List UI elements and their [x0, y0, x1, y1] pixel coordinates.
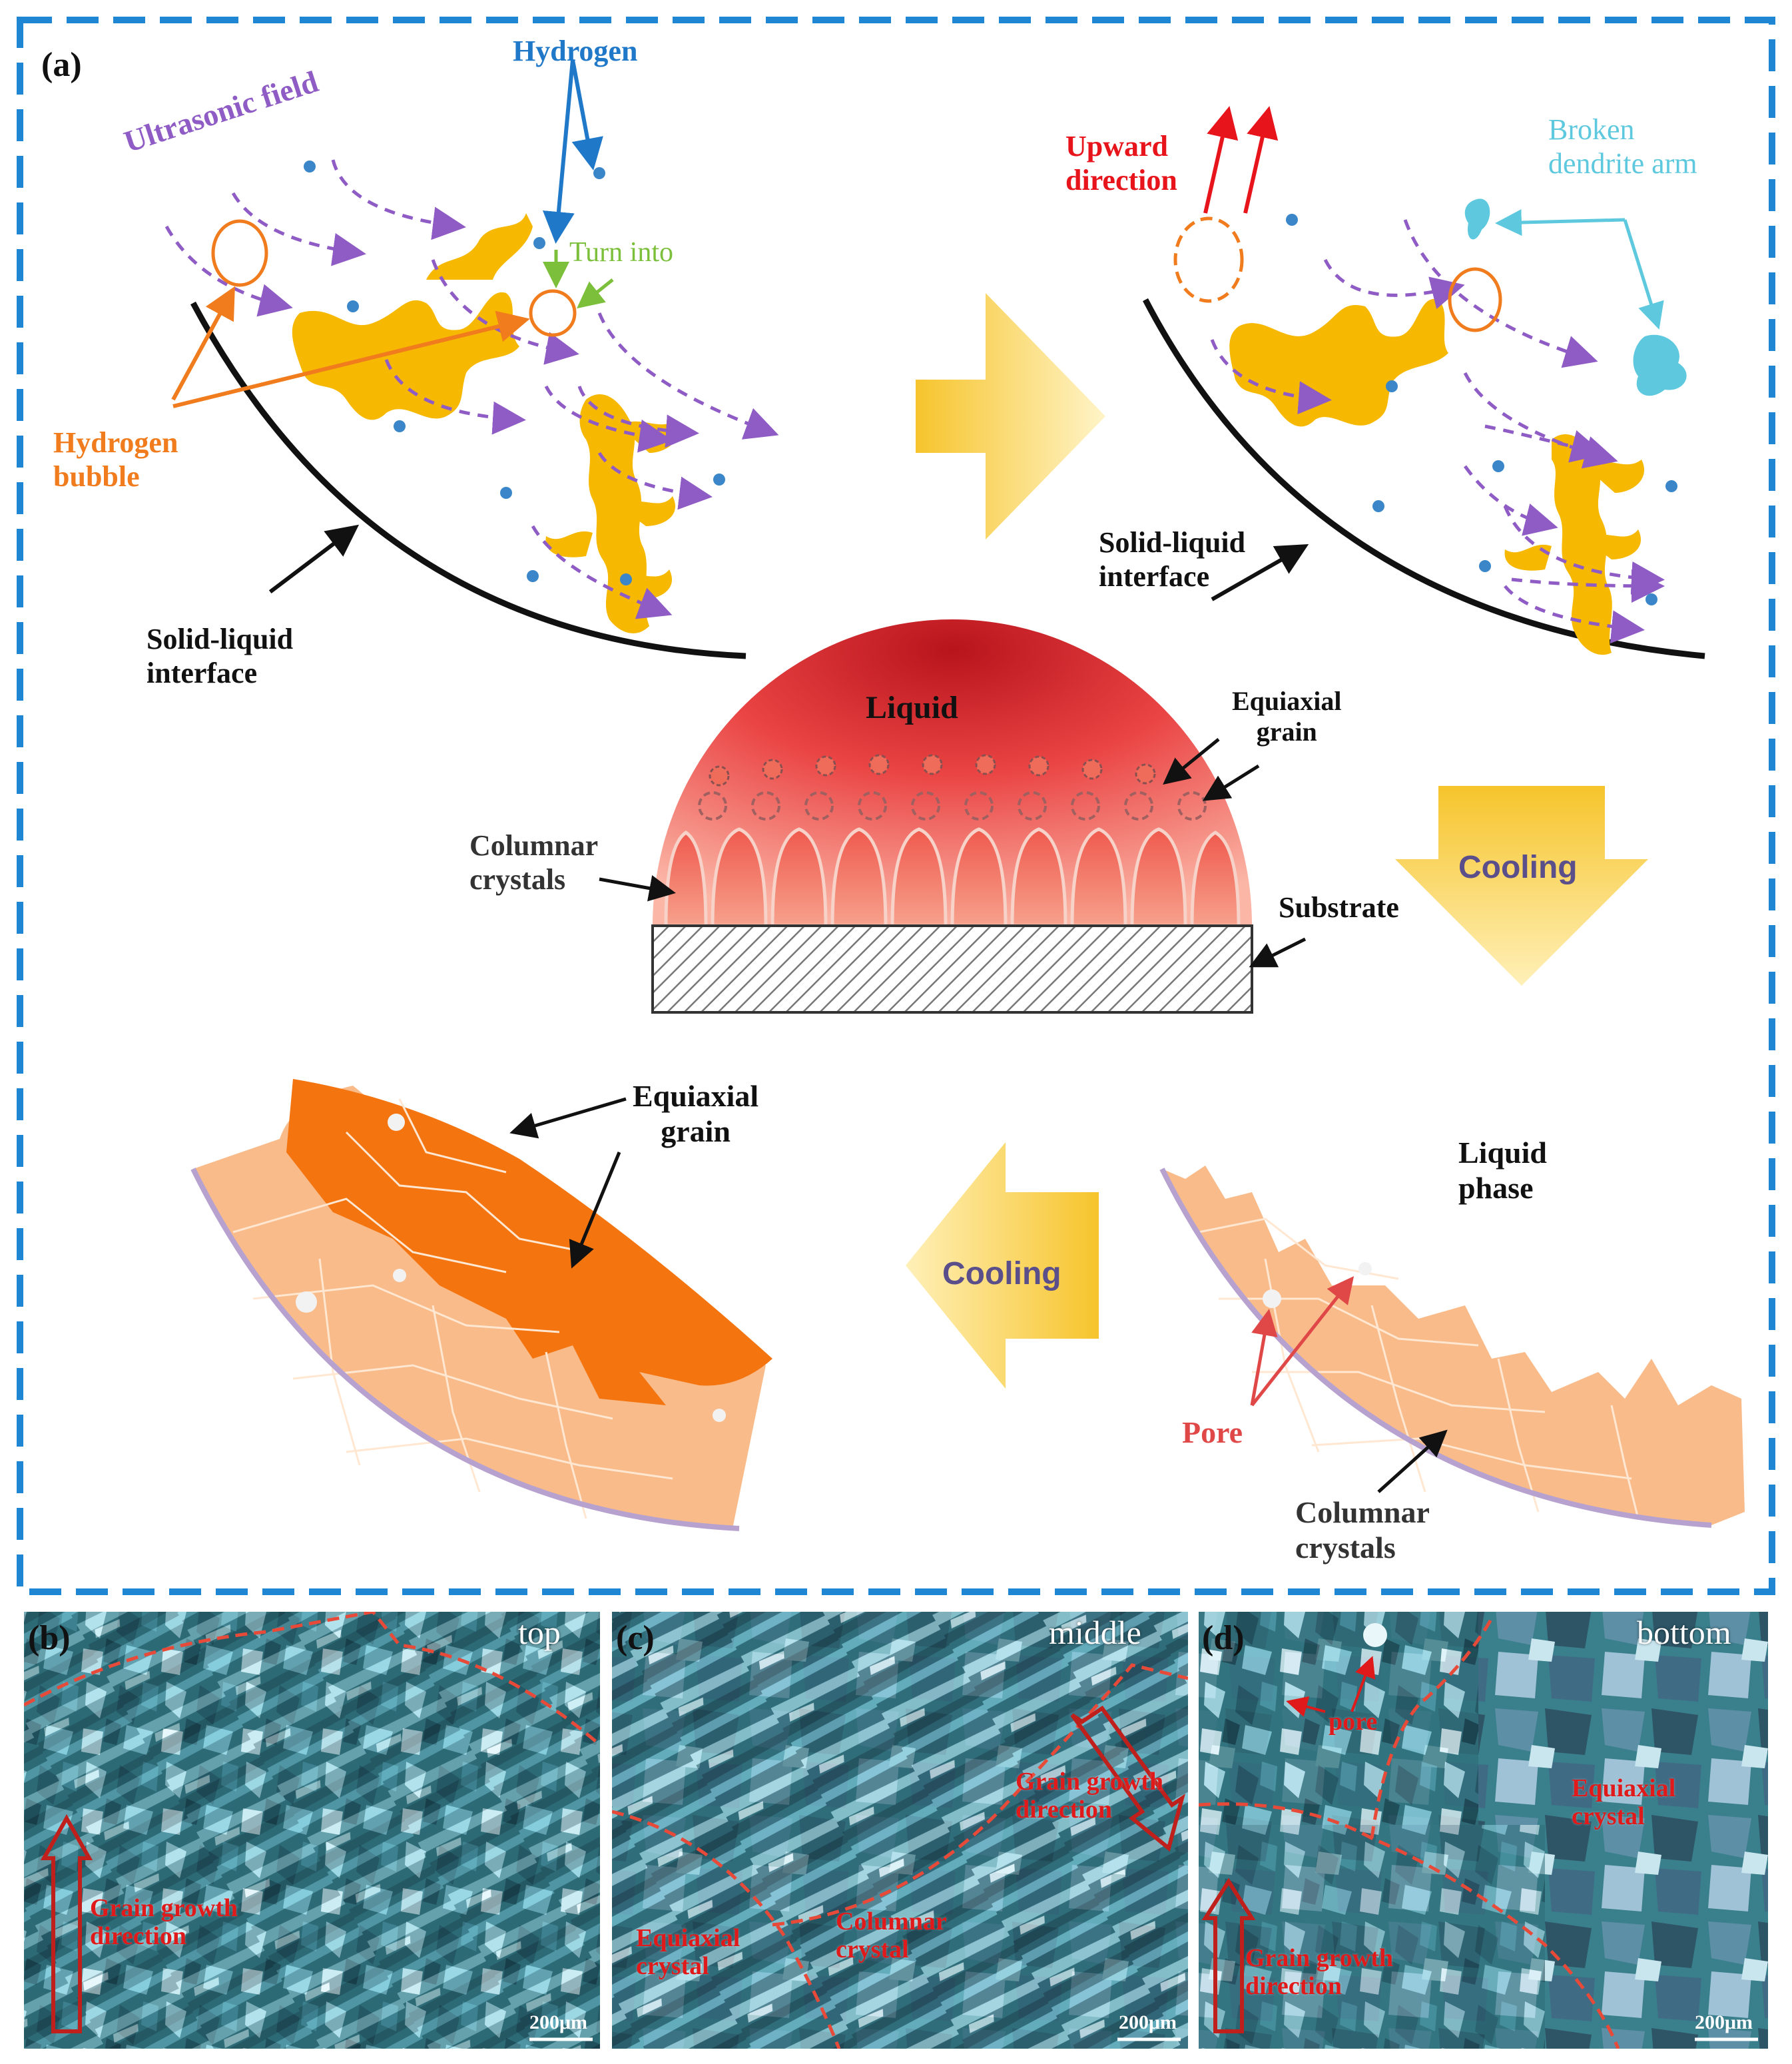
panel-c-position: middle [1049, 1614, 1141, 1651]
turn-into-label: Turn into [569, 237, 674, 268]
solid-liquid-interface-curve [190, 301, 747, 659]
columnar-region-2 [1162, 1166, 1745, 1525]
equiaxial-grain-label-center: Equiaxial grain [1232, 686, 1342, 747]
upward-direction-label: Upward direction [1065, 130, 1177, 196]
pore-label: Pore [1182, 1415, 1243, 1449]
panel-c-equiaxial-label: Equiaxial crystal [636, 1924, 741, 1980]
pore-pointers [1250, 1276, 1354, 1407]
columnar-crystals-label-br: Columnar crystals [1295, 1495, 1430, 1564]
panel-d-scale: 200μm [1695, 2011, 1753, 2033]
upward-arrows [1203, 106, 1279, 214]
hydrogen-pointer [542, 59, 603, 244]
solid-liquid-interface-label-2: Solid-liquid interface [1099, 526, 1246, 593]
pores-bl [296, 1114, 726, 1422]
columnar-crystals-label-center: Columnar crystals [469, 829, 599, 896]
substrate-label: Substrate [1279, 891, 1399, 924]
panel-d-pore-label: pore [1329, 1708, 1378, 1736]
panel-b-growth-label: Grain growth direction [90, 1894, 238, 1950]
bubble-pointer [171, 286, 530, 408]
growth-arrow-b [40, 1814, 93, 2033]
panel-d-growth-label: Grain growth direction [1245, 1944, 1394, 2000]
transition-arrow-right [916, 293, 1105, 539]
top-left-scene [164, 59, 779, 659]
bottom-right-scene [1159, 1166, 1745, 1528]
melt-pool [599, 619, 1307, 1014]
panel-c-letter: (c) [616, 1619, 655, 1657]
liquid-label: Liquid [866, 690, 958, 725]
panel-a-letter: (a) [41, 46, 82, 84]
ultrasonic-arrows [164, 159, 779, 619]
micrograph-d [1199, 1612, 1768, 2049]
dendrite-2 [1229, 298, 1645, 655]
panel-b-letter: (b) [28, 1619, 71, 1657]
grain-boundaries [232, 1098, 673, 1519]
turn-into-arrows [543, 250, 614, 309]
hydrogen-bubble-3 [1448, 267, 1502, 332]
cooling-label-right: Cooling [1458, 850, 1578, 885]
panel-d-letter: (d) [1202, 1619, 1245, 1657]
solid-liquid-interface-label: Solid-liquid interface [147, 623, 294, 689]
interface-pointer [268, 524, 360, 594]
bl-substrate-line [190, 1168, 740, 1531]
hydrogen-bubble [211, 219, 268, 287]
growth-arrow-d [1201, 1878, 1256, 2033]
equiaxial-region [286, 1079, 772, 1405]
panel-c-columnar-label: Columnar crystal [836, 1907, 947, 1963]
ultrasonic-arrows-2 [1210, 219, 1665, 644]
panel-d-equiaxial-label: Equiaxial crystal [1572, 1774, 1676, 1830]
micrograph-c [612, 1612, 1188, 2049]
panel-c-scale: 200μm [1119, 2011, 1177, 2033]
panel-c-growth-label: Grain growth direction [1016, 1768, 1164, 1824]
cooling-arrow-down [1395, 786, 1648, 986]
equiaxial-grain-row [709, 754, 1156, 787]
broken-dendrite-arms [1464, 198, 1687, 396]
broken-dendrite-arm-label: Broken dendrite arm [1548, 113, 1697, 180]
melt-pool-pointers [599, 738, 1307, 968]
dendrite [292, 213, 679, 633]
top-right-scene [1143, 106, 1705, 659]
broken-arm-pointer [1495, 209, 1664, 330]
cooling-label-left: Cooling [942, 1256, 1061, 1291]
panel-b-scale: 200μm [529, 2011, 587, 2033]
micrograph-b [24, 1612, 600, 2049]
columnar-crystal-cells [664, 827, 1241, 928]
interface-pointer-2 [1211, 544, 1309, 601]
panel-b-position: top [518, 1614, 561, 1651]
substrate-block [651, 924, 1253, 1014]
br-substrate-line [1159, 1168, 1712, 1528]
rising-bubble [1173, 216, 1244, 303]
growth-arrow-c [1070, 1705, 1185, 1852]
hydrogen-label: Hydrogen [513, 35, 638, 67]
bl-pointers [509, 1097, 627, 1269]
br-pointer [1377, 1429, 1448, 1493]
equiaxial-grain-label-bl: Equiaxial grain [633, 1079, 759, 1148]
hydrogen-bubble-label: Hydrogen bubble [53, 426, 178, 493]
equiaxial-grains-melt [698, 791, 1207, 821]
liquid-phase-label: Liquid phase [1458, 1136, 1547, 1205]
hydrogen-atoms-2 [1286, 214, 1677, 605]
cooling-arrow-left [906, 1142, 1099, 1389]
panel-d-position: bottom [1637, 1614, 1731, 1651]
hydrogen-bubble-small [529, 289, 577, 337]
panel-a-frame [17, 17, 1775, 1595]
bottom-left-scene [190, 1079, 772, 1531]
pores-br [1263, 1262, 1372, 1308]
